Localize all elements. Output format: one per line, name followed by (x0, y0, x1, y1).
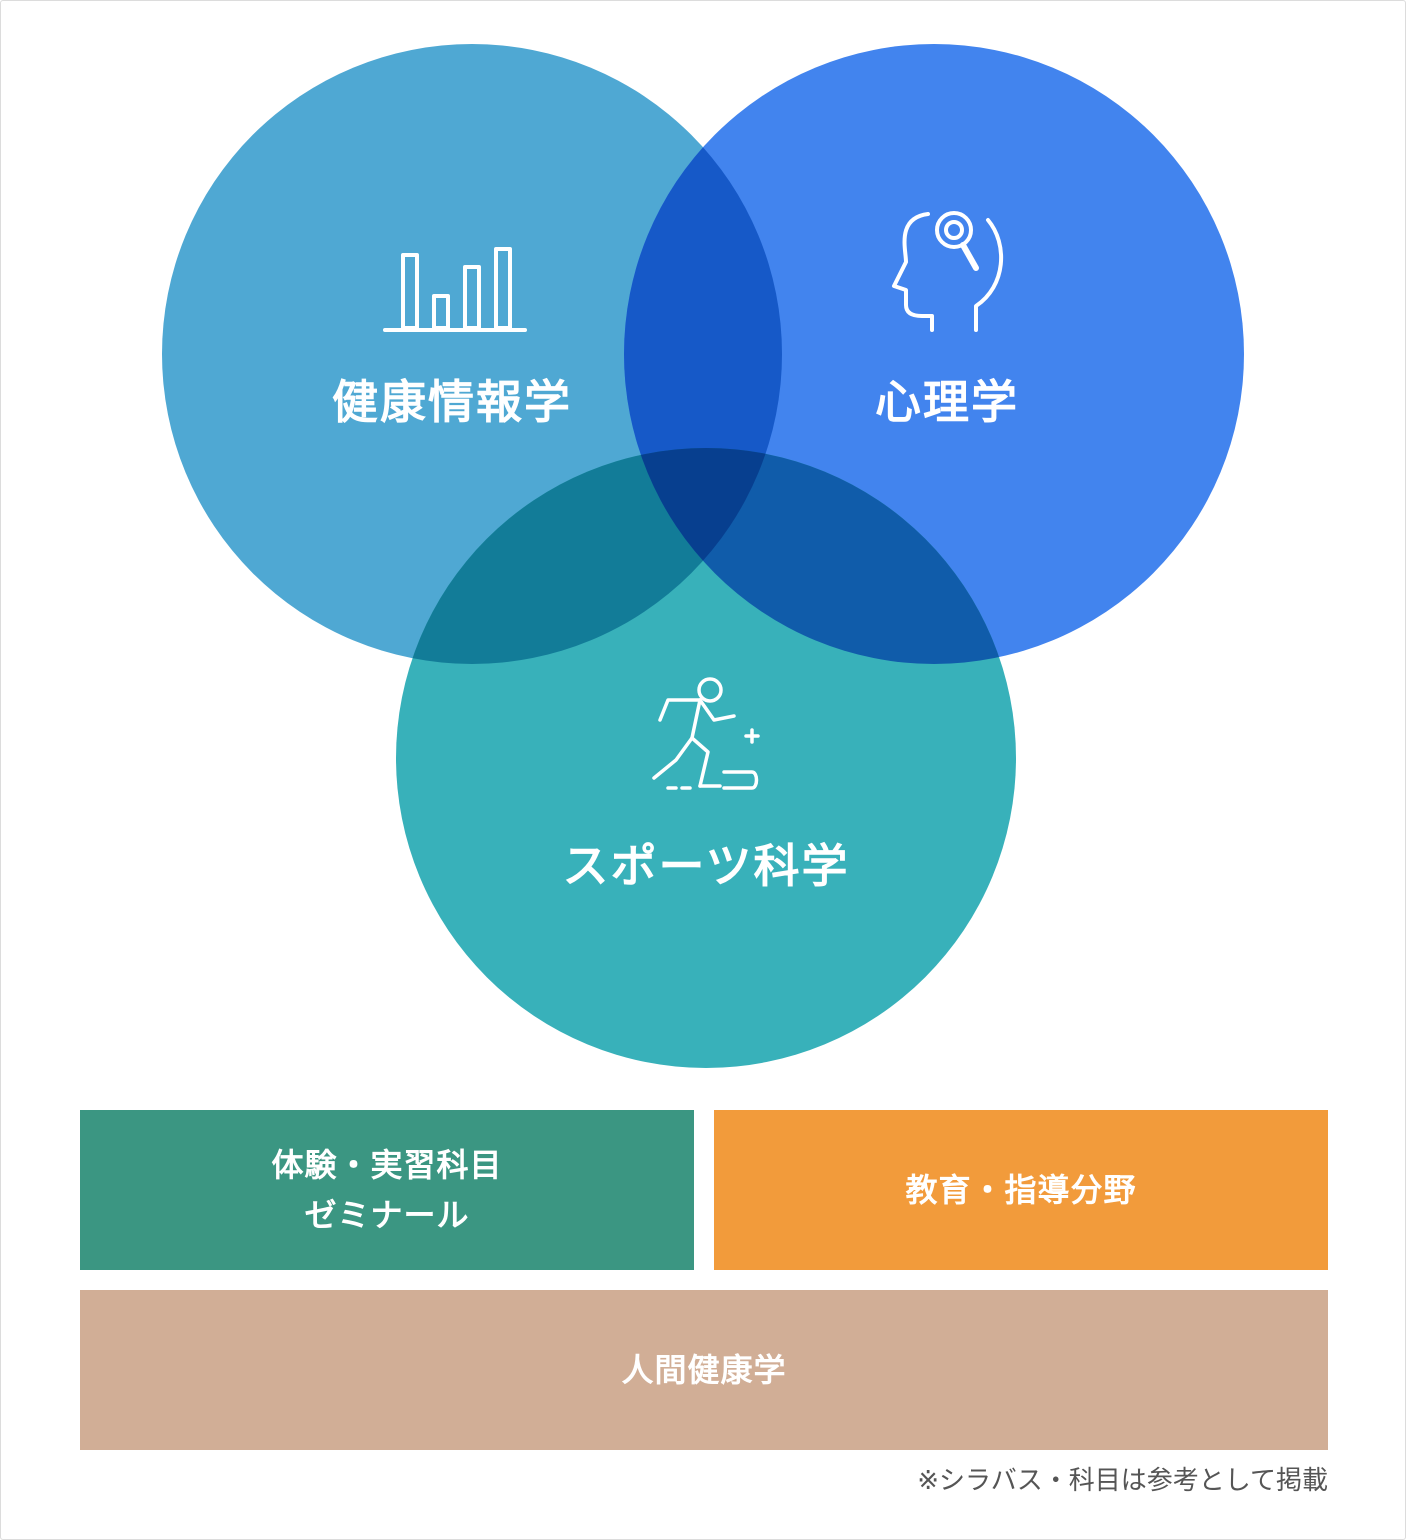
runner-icon (652, 677, 760, 790)
overlap-health-sports (396, 448, 782, 664)
bar-chart-icon (383, 247, 527, 332)
practical-subjects-line1: 体験・実習科目 (271, 1146, 503, 1184)
syllabus-note: ※シラバス・科目は参考として掲載 (917, 1466, 1328, 1496)
education-field-label: 教育・指導分野 (905, 1171, 1137, 1209)
practical-subjects-box: 体験・実習科目 ゼミナール (80, 1110, 694, 1270)
practical-subjects-line2: ゼミナール (304, 1196, 470, 1234)
education-field-box: 教育・指導分野 (714, 1110, 1328, 1270)
human-health-box: 人間健康学 (80, 1290, 1328, 1450)
sports-label: スポーツ科学 (562, 839, 849, 893)
psychology-label: 心理学 (875, 375, 1019, 429)
venn-diagram: 健康情報学 心理学 スポーツ科学 (162, 44, 1244, 1068)
overlap-psychology-sports (624, 448, 1016, 664)
head-magnifier-icon (892, 211, 1004, 332)
health-info-label: 健康情報学 (332, 375, 572, 429)
human-health-label: 人間健康学 (621, 1351, 787, 1389)
